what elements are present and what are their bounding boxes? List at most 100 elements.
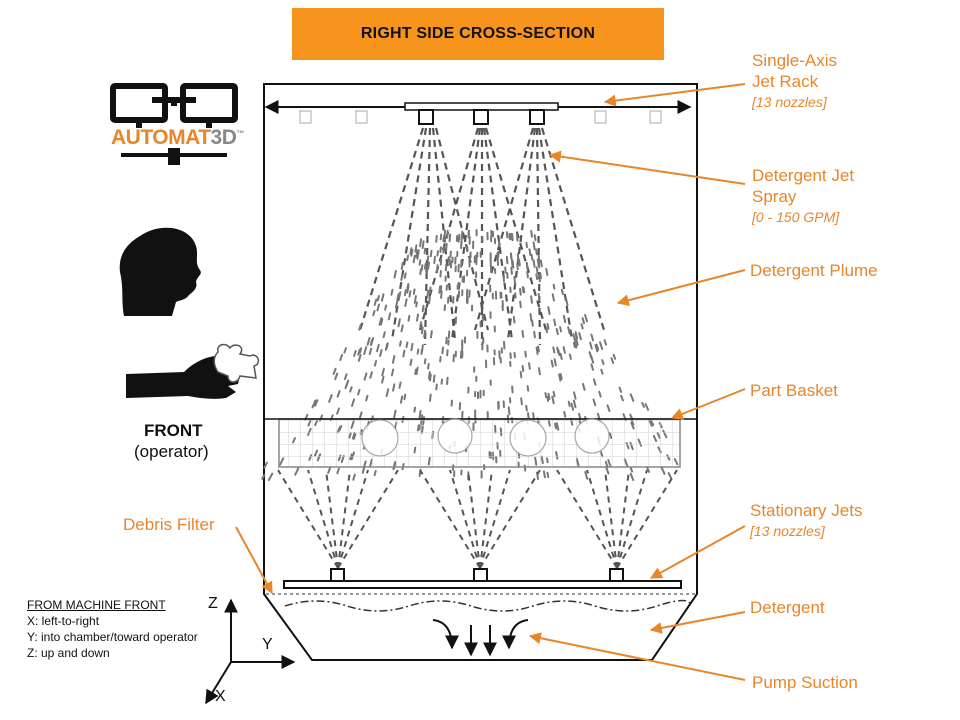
- plume-droplet: [527, 412, 530, 420]
- plume-droplet: [381, 367, 385, 377]
- plume-droplet: [380, 318, 384, 326]
- plume-droplet: [445, 242, 448, 251]
- plume-droplet: [600, 368, 604, 375]
- plume-droplet: [660, 466, 666, 475]
- plume-droplet: [369, 371, 373, 379]
- plume-droplet: [589, 341, 593, 350]
- plume-droplet: [584, 314, 588, 323]
- plume-droplet: [403, 393, 407, 401]
- plume-droplet: [550, 359, 554, 368]
- axes-legend-x: X: left-to-right: [27, 614, 100, 628]
- plume-droplet: [592, 398, 597, 407]
- plume-droplet: [368, 347, 373, 356]
- plume-droplet: [448, 233, 452, 243]
- plume-droplet: [531, 319, 534, 327]
- plume-droplet: [410, 342, 414, 352]
- hand-holding-part-icon: [126, 343, 260, 399]
- plume-droplet: [553, 318, 557, 327]
- plume-droplet: [358, 347, 363, 354]
- plume-droplet: [553, 358, 557, 367]
- plume-droplet: [328, 394, 333, 403]
- plume-droplet: [311, 399, 317, 409]
- plume-label: Detergent Plume: [750, 261, 878, 280]
- pump-suction-label: Pump Suction: [752, 673, 858, 692]
- plume-droplet: [535, 273, 539, 280]
- plume-droplet: [399, 395, 404, 404]
- plume-droplet: [572, 341, 576, 349]
- plume-droplet: [575, 337, 579, 346]
- plume-droplet: [551, 395, 555, 405]
- plume-droplet: [384, 343, 389, 351]
- plume-droplet: [413, 295, 417, 304]
- plume-droplet: [537, 261, 541, 269]
- plume-droplet: [381, 375, 385, 384]
- operator-label: (operator): [134, 442, 209, 461]
- plume-droplet: [419, 268, 422, 276]
- plume-droplet: [349, 386, 353, 393]
- plume-droplet: [410, 249, 414, 257]
- plume-droplet: [524, 350, 527, 358]
- plume-droplet: [606, 404, 611, 413]
- plume-droplet: [403, 272, 407, 279]
- plume-droplet: [612, 353, 617, 360]
- plume-droplet: [343, 373, 348, 381]
- plume-droplet: [610, 357, 615, 364]
- plume-droplet: [403, 289, 407, 297]
- plume-droplet: [547, 392, 551, 400]
- plume-droplet: [646, 466, 651, 473]
- stationary-spray-stream: [479, 469, 541, 569]
- stationary-spray-stream: [616, 469, 648, 569]
- plume-droplet: [512, 315, 516, 324]
- plume-droplet: [353, 350, 357, 357]
- plume-droplet: [559, 373, 563, 380]
- stationary-spray-stream: [586, 469, 618, 569]
- plume-droplet: [427, 363, 430, 370]
- plume-droplet: [414, 368, 417, 375]
- plume-droplet: [421, 240, 425, 250]
- plume-droplet: [568, 353, 572, 360]
- plume-droplet: [545, 268, 549, 276]
- plume-droplet: [419, 321, 422, 329]
- plume-droplet: [446, 229, 449, 239]
- plume-droplet: [629, 472, 635, 481]
- plume-droplet: [394, 299, 399, 309]
- plume-droplet: [592, 378, 597, 386]
- plume-droplet: [578, 332, 582, 341]
- plume-droplet: [574, 333, 578, 340]
- plume-droplet: [598, 390, 602, 398]
- stationary-spray-stream: [449, 469, 481, 569]
- plume-droplet: [442, 235, 445, 243]
- stationary-spray-stream: [337, 469, 351, 569]
- plume-droplet: [385, 388, 390, 398]
- plume-droplet: [519, 300, 522, 309]
- plume-droplet: [564, 297, 569, 306]
- plume-droplet: [532, 241, 536, 251]
- plume-droplet: [351, 398, 356, 407]
- plume-droplet: [390, 368, 395, 377]
- jet-rack-label: Single-Axis Jet Rack [13 nozzles]: [752, 51, 838, 110]
- plume-droplet: [261, 473, 266, 480]
- plume-droplet: [415, 366, 419, 375]
- plume-droplet: [373, 360, 378, 367]
- jet-spray-label: Detergent Jet Spray [0 - 150 GPM]: [752, 166, 855, 225]
- plume-droplet: [429, 373, 432, 382]
- plume-droplet: [407, 314, 411, 322]
- plume-droplet: [418, 259, 422, 266]
- plume-droplet: [336, 390, 341, 398]
- plume-droplet: [599, 341, 604, 350]
- plume-droplet: [552, 346, 556, 354]
- plume-droplet: [397, 318, 401, 328]
- plume-droplet: [516, 263, 519, 271]
- stationary-jets-label: Stationary Jets [13 nozzles]: [750, 501, 863, 539]
- plume-droplet: [532, 412, 535, 420]
- plume-droplet: [414, 244, 418, 253]
- plume-droplet: [420, 326, 424, 335]
- axis-z-label: Z: [208, 595, 218, 612]
- plume-droplet: [352, 473, 356, 481]
- plume-droplet: [572, 399, 577, 409]
- plume-droplet: [343, 347, 347, 354]
- plume-droplet: [533, 330, 536, 339]
- plume-droplet: [519, 370, 523, 379]
- plume-droplet: [439, 258, 443, 266]
